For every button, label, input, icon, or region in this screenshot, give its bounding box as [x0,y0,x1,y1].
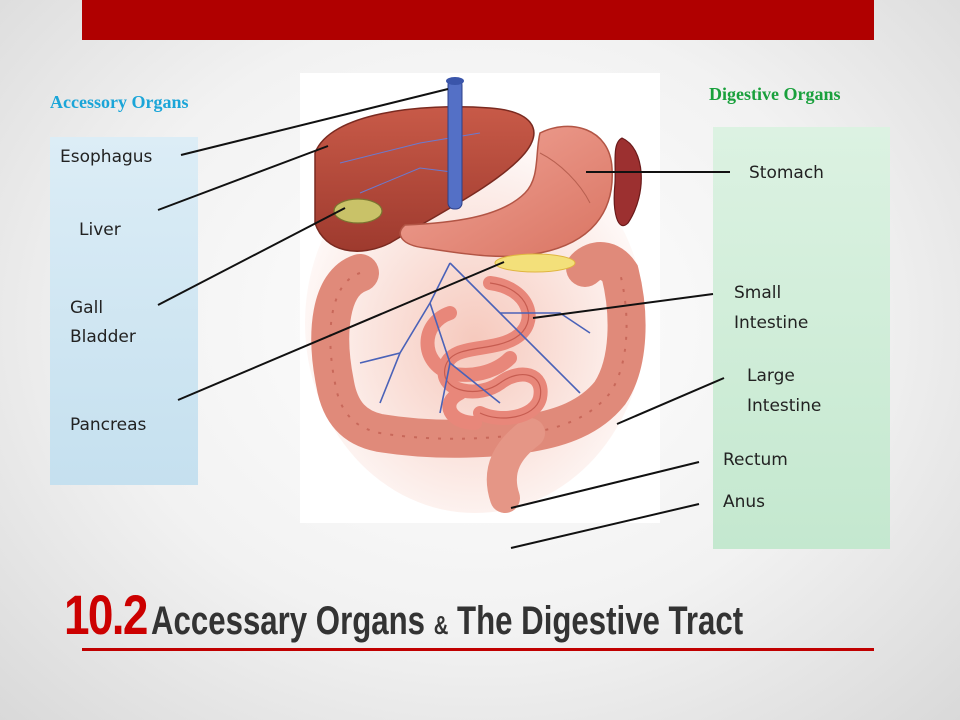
label-gall-line1: Gall [70,298,104,318]
spleen-shape [613,137,642,227]
label-gall-line2: Bladder [70,327,136,347]
pancreas-shape [494,253,576,273]
label-anus: Anus [723,492,766,512]
digestive-organs-heading: Digestive Organs [709,84,841,104]
digestive-system-illustration [300,73,660,523]
title-text-part2: The Digestive Tract [448,599,744,643]
label-stomach: Stomach [749,163,824,183]
top-accent-bar [82,0,874,40]
label-esophagus: Esophagus [60,147,153,167]
accessory-organs-heading: Accessory Organs [50,92,189,112]
title-number: 10.2 [64,583,148,646]
title-text: Accessary Organs & The Digestive Tract [151,599,743,644]
label-rectum: Rectum [723,450,788,470]
title-underline [82,648,874,651]
title-ampersand: & [433,610,449,640]
label-small-line1: Small [734,283,782,303]
gall-bladder-shape [333,198,383,224]
label-large-line1: Large [747,366,795,386]
esophagus-shape [447,78,463,210]
label-liver: Liver [79,220,121,240]
title-text-part1: Accessary Organs [151,599,434,643]
digestive-organs-panel [713,127,890,549]
label-large-line2: Intestine [747,396,822,416]
stomach-shape [399,125,613,258]
label-pancreas: Pancreas [70,415,147,435]
label-small-line2: Intestine [734,313,809,333]
